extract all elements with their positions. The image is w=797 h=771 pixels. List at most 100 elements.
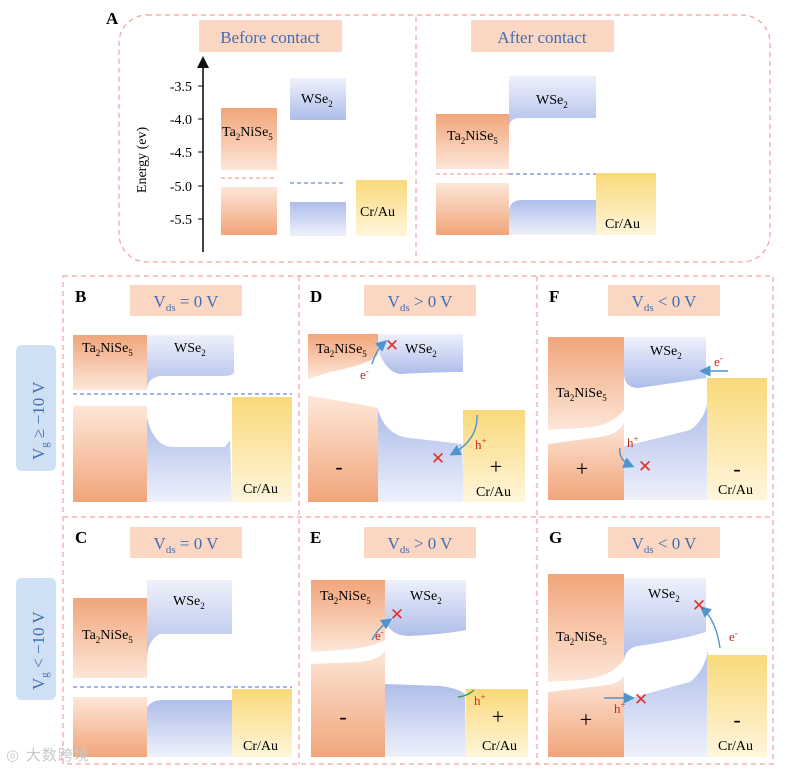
wse2-valence <box>624 650 708 757</box>
crau-label: Cr/Au <box>718 483 753 498</box>
wse2-valence <box>624 400 708 500</box>
after-ta2nise5-label: Ta2NiSe5 <box>447 129 498 146</box>
panel-letter: G <box>549 528 562 547</box>
blocked-cross: ✕ <box>634 690 648 709</box>
wse2-valence <box>147 700 232 757</box>
vds-title-box <box>130 285 242 316</box>
vds-title-box <box>608 527 720 558</box>
wse2-valence <box>385 684 466 757</box>
hole-label: h+ <box>627 434 639 450</box>
vds-title: Vds = 0 V <box>154 534 220 556</box>
wse2-label: WSe2 <box>173 594 205 611</box>
crau-label: Cr/Au <box>243 482 278 497</box>
hole-label: h+ <box>614 700 626 716</box>
electron-label: e- <box>714 353 723 369</box>
ta2nise5-valence <box>311 650 385 757</box>
vds-title: Vds < 0 V <box>632 292 698 314</box>
vds-title-box <box>130 527 242 558</box>
wse2-label: WSe2 <box>648 587 680 604</box>
ta2nise5-label: Ta2NiSe5 <box>556 630 607 647</box>
ta2nise5-lower-band <box>221 187 277 235</box>
after-crau-band <box>596 173 656 235</box>
blocked-cross: ✕ <box>431 449 445 468</box>
wse2-label: WSe2 <box>405 342 437 359</box>
wse2-label: WSe2 <box>410 589 442 606</box>
ta2nise5-valence <box>548 676 624 757</box>
panel-letter: D <box>310 287 322 306</box>
ta2nise5-valence <box>73 406 147 502</box>
crau-electrode <box>463 410 525 502</box>
left-sign: + <box>580 707 592 732</box>
hole-arrow <box>449 414 478 456</box>
ta2nise5-valence <box>308 396 378 502</box>
ta2nise5-upper-band <box>221 108 277 170</box>
panel-d: D Vds > 0 V Ta2NiSe5 WSe2 Cr/Au e- ✕ h+ … <box>308 285 525 502</box>
wse2-conduction <box>147 335 234 390</box>
grid-frame <box>62 275 774 765</box>
vds-title: Vds > 0 V <box>388 534 454 556</box>
after-ta2nise5-upper <box>436 114 509 169</box>
crau-label: Cr/Au <box>360 205 395 220</box>
electron-arrow <box>371 340 388 365</box>
wse2-valence <box>378 410 464 502</box>
crau-label: Cr/Au <box>718 739 753 754</box>
crau-electrode <box>232 689 292 757</box>
ta2nise5-conduction <box>308 334 378 379</box>
crau-label: Cr/Au <box>243 739 278 754</box>
ta2nise5-label: Ta2NiSe5 <box>320 589 371 606</box>
vds-title-box <box>364 527 476 558</box>
tick-label: -5.0 <box>170 180 192 195</box>
blocked-cross: ✕ <box>385 336 399 355</box>
wse2-valence-band <box>290 202 346 236</box>
panel-a: A Before contact After contact -3.5 -4.0… <box>106 9 771 263</box>
watermark-icon: ◎ <box>6 746 26 764</box>
blocked-cross: ✕ <box>692 596 706 615</box>
ta2nise5-valence <box>548 422 624 500</box>
panel-letter: C <box>75 528 87 547</box>
wse2-conduction <box>385 580 466 636</box>
blocked-cross: ✕ <box>390 605 404 624</box>
panel-letter: E <box>310 528 321 547</box>
wse2-conduction <box>378 334 463 374</box>
before-title-box <box>199 20 342 52</box>
wse2-conduction <box>624 337 706 388</box>
side-label-bottom: Vg < −10 V <box>16 578 56 700</box>
before-title: Before contact <box>220 28 320 47</box>
crau-electrode <box>232 397 292 502</box>
ta2nise5-conduction <box>311 580 385 652</box>
panel-f: F Vds < 0 V Ta2NiSe5 WSe2 Cr/Au e- h+ ✕ … <box>548 285 767 500</box>
right-sign: - <box>733 707 740 732</box>
wse2-label: WSe2 <box>650 344 682 361</box>
ta2nise5-conduction <box>548 574 624 682</box>
panel-letter: B <box>75 287 86 306</box>
panel-letter: F <box>549 287 559 306</box>
crau-electrode <box>707 378 767 500</box>
hole-arrow <box>457 689 475 698</box>
vg-low-label: Vg < −10 V <box>29 611 51 690</box>
tick-label: -4.0 <box>170 113 192 128</box>
ta2nise5-label: Ta2NiSe5 <box>82 341 133 358</box>
hole-label: h+ <box>475 436 487 452</box>
electron-arrow <box>371 618 393 641</box>
panel-a-letter: A <box>106 9 119 28</box>
hole-label: h+ <box>474 692 486 708</box>
ta2nise5-conduction <box>548 337 624 430</box>
wse2-label: WSe2 <box>174 341 206 358</box>
ta2nise5-label: Ta2NiSe5 <box>316 342 367 359</box>
hole-arrow <box>619 447 635 468</box>
crau-label: Cr/Au <box>476 485 511 500</box>
wse2-conduction <box>624 578 706 660</box>
watermark-logo: ◎ 大数跨境 <box>6 744 90 765</box>
tick-label: -5.5 <box>170 213 192 228</box>
ta2nise5-conduction <box>73 598 147 678</box>
watermark-text: 大数跨境 <box>25 746 90 764</box>
vds-title-box <box>364 285 476 316</box>
right-sign: - <box>733 456 740 481</box>
right-sign: + <box>490 454 502 479</box>
ta2nise5-valence <box>73 697 147 757</box>
after-wse2-label: WSe2 <box>536 93 568 110</box>
ta2nise5-label: Ta2NiSe5 <box>222 125 273 142</box>
electron-label: e- <box>729 628 738 644</box>
panel-a-frame <box>118 14 771 263</box>
